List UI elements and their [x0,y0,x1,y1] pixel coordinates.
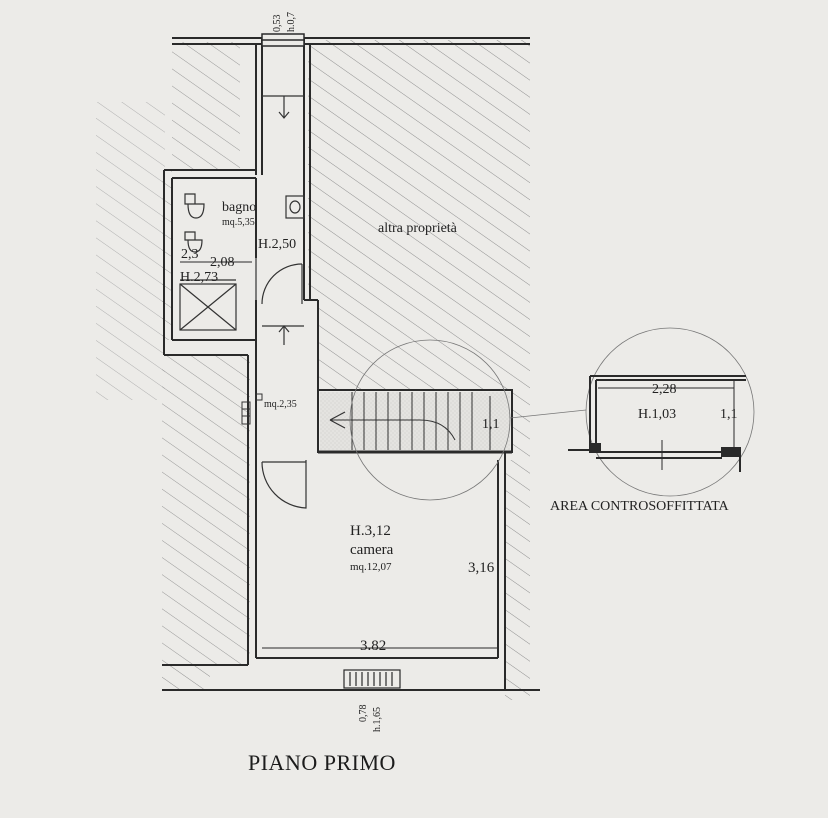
hatch-left-outer [96,102,165,400]
toilet-icon [184,193,205,219]
bagno-height: H.2,73 [180,270,218,285]
plan-title: PIANO PRIMO [248,750,396,775]
top-window-height: h.0,7 [286,12,297,32]
plan-labels: 0,53 h.0,7 bagno mq.5,35 2,3 2,08 H.2,73… [180,12,738,775]
camera-width-dim: 3.82 [360,638,386,654]
hatch-bottom-left [162,665,210,690]
camera-depth-dim: 3,16 [468,560,495,576]
hatch-altra-proprieta [308,40,530,700]
doors [255,258,307,509]
staircase [320,392,510,450]
corridor-height: H.2,50 [258,237,296,252]
bottom-window [343,669,401,689]
shower-icon [179,283,237,331]
altra-proprieta-label: altra proprietà [378,221,458,236]
corridor-area-text: mq.2,35 [264,399,297,410]
bagno-door-swing [261,263,303,305]
bidet-icon [184,231,203,253]
bagno-name: bagno [222,200,256,215]
detail-height: H.1,03 [638,407,676,422]
detail-leader-line [509,409,587,419]
bagno-fixtures [179,193,305,331]
top-window-sill: 0,53 [272,15,283,33]
camera-name: camera [350,542,394,558]
sink-icon [285,195,305,219]
bagno-side-dim: 2,3 [181,247,199,262]
radiator-icon [241,393,263,425]
bottom-window-sill: 0,78 [358,705,369,723]
stair-width-dim: 1,1 [482,417,500,432]
detail-view [568,327,755,497]
bagno-area: mq.5,35 [222,217,255,228]
hatched-areas [96,40,530,700]
bottom-window-height: h.1,65 [372,707,383,732]
hatch-left-column [162,42,250,665]
bagno-width-dim: 2,08 [210,255,235,270]
top-window [261,33,305,47]
detail-label: AREA CONTROSOFFITTATA [550,499,729,514]
dimension-lines [180,261,499,649]
camera-door-swing [261,460,307,509]
camera-area: mq.12,07 [350,561,392,573]
detail-width-dim: 2,28 [652,382,677,397]
direction-arrows [262,95,304,345]
detail-depth-dim: 1,1 [720,407,738,422]
detail-callout-circle [349,339,511,501]
camera-height: H.3,12 [350,523,391,539]
